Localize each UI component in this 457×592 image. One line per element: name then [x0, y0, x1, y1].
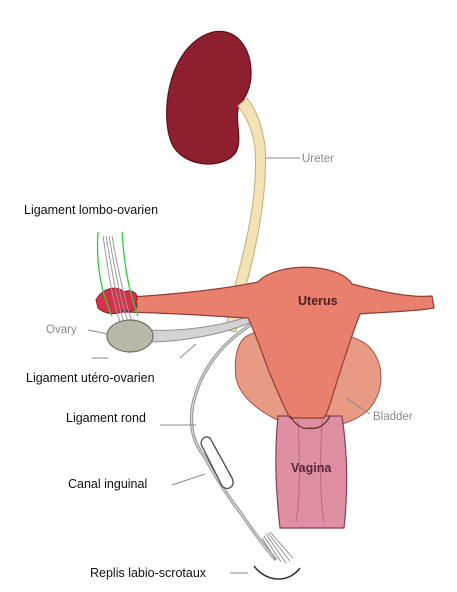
label-ureter: Ureter [302, 153, 334, 165]
label-canal-inguinal: Canal inguinal [68, 477, 147, 491]
leader-lines [87, 157, 371, 574]
label-replis-labio-scrotaux: Replis labio-scrotaux [90, 566, 207, 580]
fimbriae [95, 287, 138, 315]
ligament-lombo-ovarien-highlight [96, 231, 139, 317]
ligament-utero-ovarien-tick-2 [179, 343, 197, 359]
label-ovary: Ovary [46, 324, 77, 336]
label-ligament-rond: Ligament rond [66, 411, 146, 425]
replis-labio-scrotaux-arc [253, 565, 301, 580]
uterus [109, 266, 435, 419]
vagina [275, 415, 348, 529]
bladder-leader [345, 397, 371, 415]
canal-inguinal [200, 436, 234, 490]
label-bladder: Bladder [373, 411, 413, 423]
canal-inguinal-leader [171, 473, 206, 486]
label-ligament-utero-ovarien: Ligament utéro-ovarien [26, 371, 155, 385]
ligament-rond-inner [190, 323, 277, 561]
label-uterus: Uterus [298, 294, 338, 308]
cervix [289, 415, 331, 430]
ovary-leader [87, 329, 109, 335]
ligament-lombo-ovarien-fibers [102, 235, 133, 323]
replis-labio-scrotaux-fan [261, 531, 294, 564]
label-ligament-lombo-ovarien: Ligament lombo-ovarien [24, 203, 158, 217]
kidney [166, 30, 252, 165]
ovary [106, 319, 154, 353]
label-vagina: Vagina [291, 461, 332, 475]
vagina-inner [295, 419, 325, 523]
